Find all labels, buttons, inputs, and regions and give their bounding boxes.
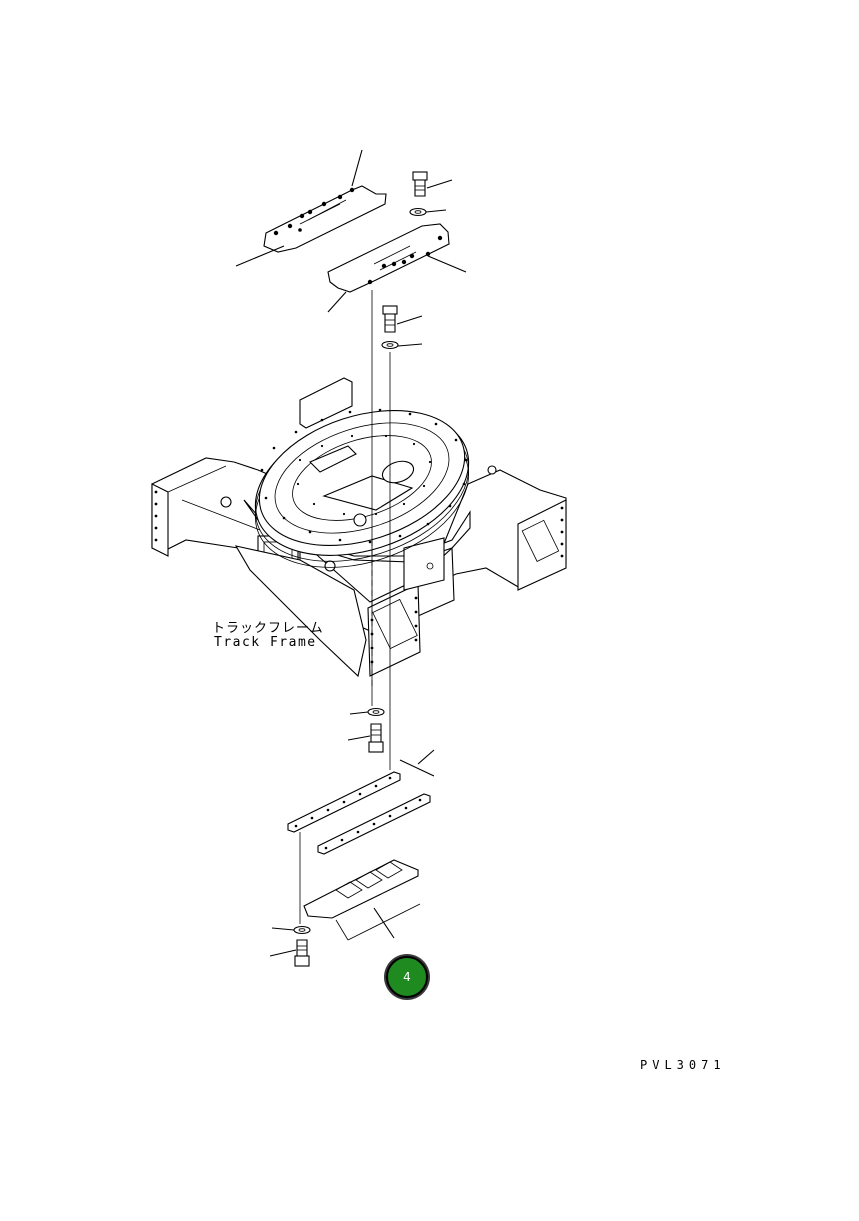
leader-line (373, 907, 395, 939)
washer-top (409, 207, 427, 217)
leader-line (427, 255, 467, 273)
leader-line (347, 735, 371, 741)
bolt-lower (368, 723, 384, 753)
leader-line (425, 209, 447, 213)
leader-line (269, 949, 297, 957)
assembly-guide-lines (299, 290, 391, 924)
washer-upper (381, 340, 399, 350)
page-number-label: 4 (403, 970, 411, 984)
bolt-upper (382, 305, 398, 333)
leader-line (426, 179, 453, 189)
flange-bolt-holes (154, 490, 564, 664)
leader-line (396, 315, 423, 325)
bottom-bar-lower (317, 793, 431, 855)
leader-line (399, 759, 435, 777)
ring-bolt-holes (260, 408, 468, 544)
bolt-top (412, 171, 428, 197)
leader-line (327, 291, 347, 313)
bottom-cover-plate (303, 859, 421, 941)
bottom-bar-upper (287, 771, 401, 833)
washer-lower (367, 707, 385, 717)
top-cover-plate-right (327, 223, 450, 293)
top-cover-plate-left (263, 185, 387, 253)
washer-bottom (293, 925, 311, 935)
track-frame-label-jp: トラックフレーム (212, 621, 324, 636)
leader-line (235, 245, 285, 267)
leader-line (397, 343, 423, 347)
leader-line (349, 711, 369, 715)
bolt-bottom (294, 939, 310, 967)
leader-line (351, 149, 363, 187)
track-frame-label-en: Track Frame (214, 635, 317, 650)
drawing-code: PVL3071 (640, 1058, 726, 1072)
leader-line (271, 927, 295, 931)
leader-line (417, 749, 435, 765)
page-number-badge[interactable]: 4 (386, 956, 428, 998)
